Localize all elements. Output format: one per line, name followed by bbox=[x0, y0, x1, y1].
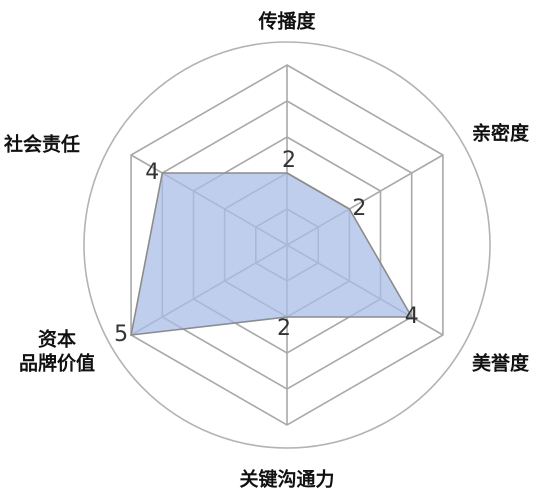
value-label-0: 2 bbox=[282, 148, 296, 173]
value-label-2: 4 bbox=[405, 304, 419, 329]
axis-label-4-line-0: 资本 bbox=[38, 328, 76, 351]
value-label-5: 4 bbox=[145, 160, 159, 185]
value-labels: 2 2 4 2 5 4 bbox=[114, 148, 419, 347]
outer-circle bbox=[83, 41, 491, 449]
axis-label-0: 传播度 bbox=[257, 10, 316, 33]
value-label-3: 2 bbox=[277, 316, 291, 341]
value-label-1: 2 bbox=[352, 196, 366, 221]
axis-label-1: 亲密度 bbox=[472, 122, 530, 145]
axis-label-4-line-1: 品牌价值 bbox=[19, 352, 95, 375]
axis-label-5: 社会责任 bbox=[3, 133, 80, 156]
axis-label-3: 关键沟通力 bbox=[239, 468, 334, 491]
data-area bbox=[130, 172, 414, 336]
axis-label-2: 美誉度 bbox=[472, 352, 530, 375]
value-label-4: 5 bbox=[114, 322, 128, 347]
